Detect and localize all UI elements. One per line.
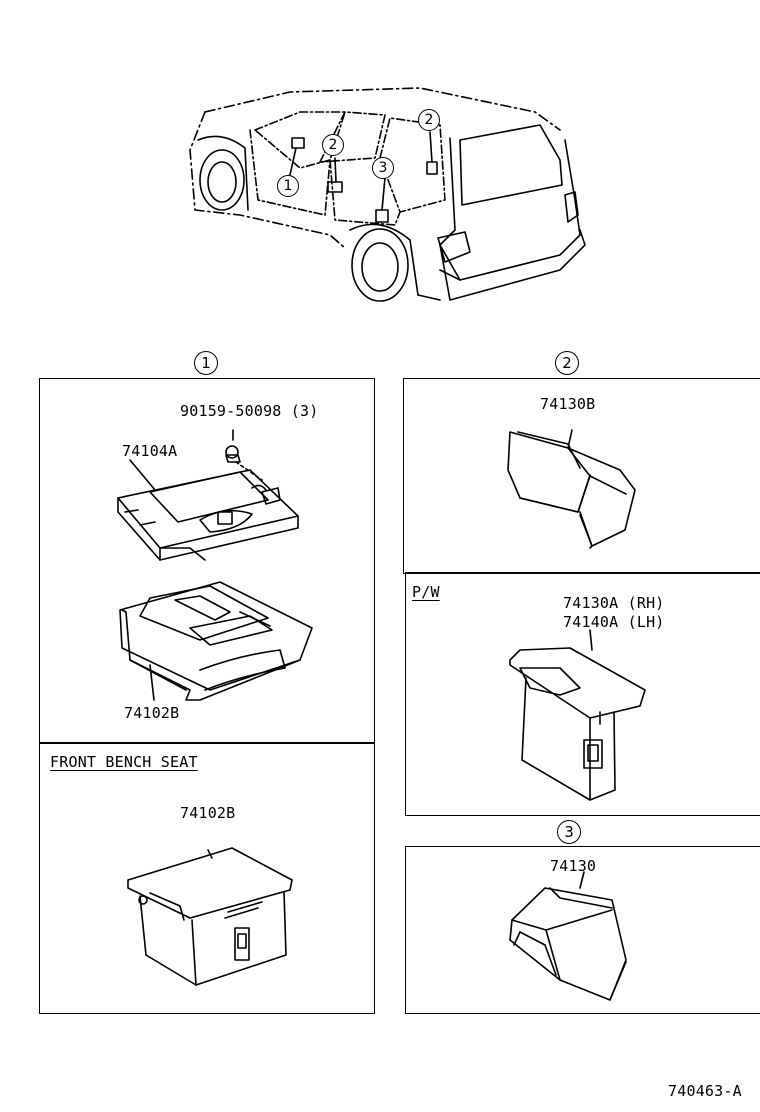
vehicle-callout-2-rear[interactable]: 2 [418,109,440,131]
section-marker-3[interactable]: 3 [557,820,581,844]
bracket-74104A-drawing [117,429,299,561]
ashtray-74130A-74140A-drawing [509,629,646,801]
vehicle-callout-2-front[interactable]: 2 [322,134,344,156]
vehicle-illustration [189,87,586,302]
part-number-90159-50098[interactable]: 90159-50098 (3) [180,402,319,420]
part-number-74102B-upper[interactable]: 74102B [124,704,180,722]
part-number-74140A-lh[interactable]: 74140A (LH) [563,613,665,631]
part-number-74104A[interactable]: 74104A [122,442,178,460]
section-3-box [405,846,760,1014]
section-1b-title: FRONT BENCH SEAT [50,753,198,771]
section-2-box [403,378,760,574]
vehicle-callout-1[interactable]: 1 [277,175,299,197]
section-2b-box [405,572,760,816]
section-marker-2[interactable]: 2 [555,351,579,375]
bench-seat-ashtray-drawing [127,847,293,986]
vehicle-callout-3[interactable]: 3 [372,157,394,179]
section-2b-title: P/W [412,583,440,601]
section-1-box [39,378,375,744]
tray-74102B-drawing [119,581,313,701]
part-number-74130B[interactable]: 74130B [540,395,596,413]
section-1b-box [39,742,375,1014]
section-marker-1[interactable]: 1 [194,351,218,375]
part-number-74130A-rh[interactable]: 74130A (RH) [563,594,665,612]
part-number-74102B-bench[interactable]: 74102B [180,804,236,822]
ashtray-74130B-drawing [507,429,636,549]
part-number-74130[interactable]: 74130 [550,857,597,875]
ashtray-74130-drawing [509,871,627,1001]
figure-code: 740463-A [668,1082,742,1100]
